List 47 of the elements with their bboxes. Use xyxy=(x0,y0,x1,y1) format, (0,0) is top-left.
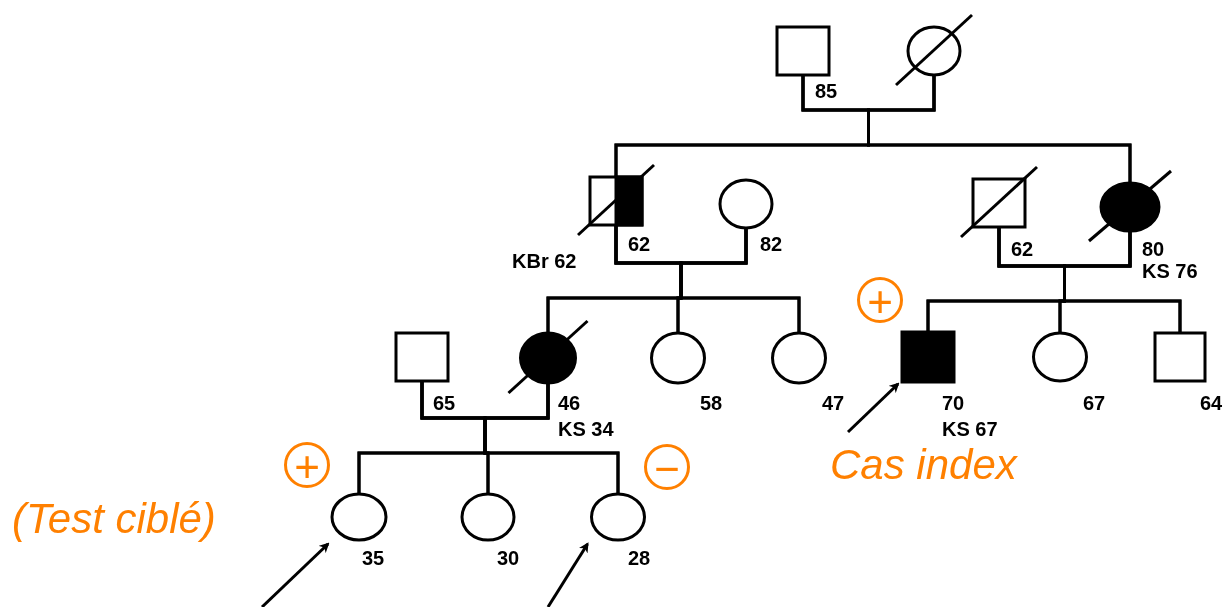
note-label: KS 76 xyxy=(1142,260,1198,282)
pedigree-circle xyxy=(1088,169,1172,243)
pedigree-square xyxy=(900,330,956,384)
descent-line xyxy=(1063,231,1182,333)
age-label: 65 xyxy=(433,392,456,414)
age-label: 28 xyxy=(628,547,651,569)
age-label: 80 xyxy=(1142,238,1165,260)
age-label: 64 xyxy=(1200,392,1223,414)
pedigree-circle xyxy=(460,492,516,542)
pedigree-circle xyxy=(330,492,388,542)
pedigree-circle xyxy=(507,319,589,395)
pedigree-circle xyxy=(590,492,646,542)
pedigree-square xyxy=(577,163,655,237)
descent-line xyxy=(679,228,801,333)
age-label: 30 xyxy=(497,547,520,569)
age-label: 62 xyxy=(628,233,651,255)
age-label: 82 xyxy=(760,233,783,255)
arrow xyxy=(546,542,589,607)
test-result-symbol: + xyxy=(284,442,330,488)
descent-line xyxy=(867,75,1132,183)
test-result-symbol: − xyxy=(644,444,690,490)
age-label: 85 xyxy=(815,80,838,102)
age-label: 62 xyxy=(1011,238,1034,260)
age-label: 67 xyxy=(1083,392,1106,414)
age-label: 46 xyxy=(558,392,581,414)
pedigree-circle xyxy=(895,13,973,87)
note-label: KS 34 xyxy=(558,418,614,440)
pedigree-square xyxy=(394,331,450,383)
note-label: KBr 62 xyxy=(512,250,577,272)
descent-line xyxy=(483,383,620,494)
pedigree-square xyxy=(775,25,831,77)
pedigree-square xyxy=(960,165,1038,239)
note-text: (Test ciblé) xyxy=(12,496,216,542)
arrow xyxy=(260,542,330,607)
arrow xyxy=(846,382,900,434)
age-label: 47 xyxy=(822,392,845,414)
pedigree-circle xyxy=(771,331,827,385)
note-label: KS 67 xyxy=(942,418,998,440)
test-result-symbol: + xyxy=(857,277,903,323)
caption-text: Cas index xyxy=(830,442,1017,488)
pedigree-circle xyxy=(1032,331,1088,383)
pedigree-circle xyxy=(718,178,774,230)
age-label: 58 xyxy=(700,392,723,414)
pedigree-circle xyxy=(650,331,706,385)
age-label: 70 xyxy=(942,392,965,414)
pedigree-square xyxy=(1153,331,1207,383)
age-label: 35 xyxy=(362,547,385,569)
